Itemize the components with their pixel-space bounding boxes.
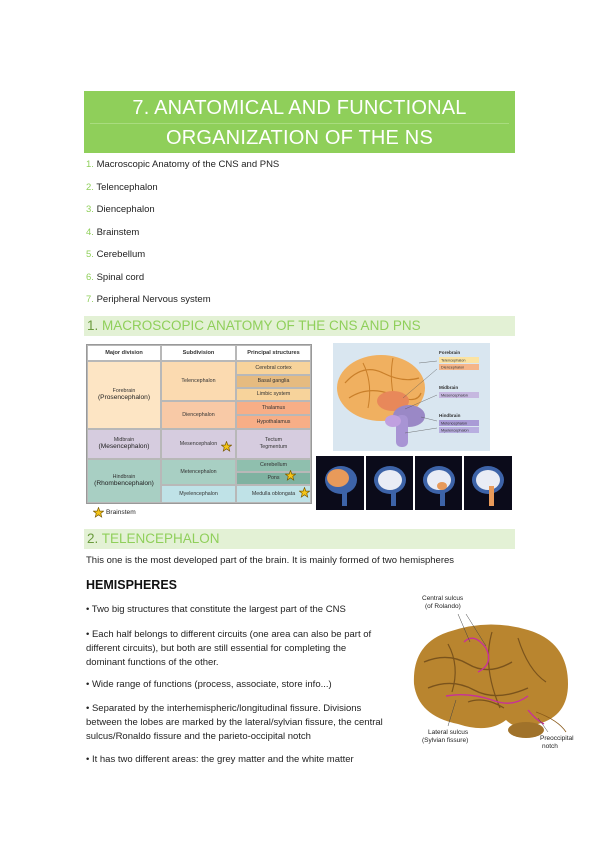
brain-silhouette-image bbox=[316, 456, 364, 510]
midbrain-cell: Midbrain (Mesencephalon) bbox=[87, 429, 161, 459]
toc-number: 4. bbox=[86, 226, 94, 238]
toc-item[interactable]: 4. Brainstem bbox=[86, 225, 506, 248]
toc-item[interactable]: 5. Cerebellum bbox=[86, 247, 506, 270]
preoccipital-label: Preoccipital bbox=[540, 735, 574, 742]
bullet-item: • Wide range of functions (process, asso… bbox=[86, 679, 332, 690]
toc-number: 2. bbox=[86, 181, 94, 193]
table-of-contents: 1. Macroscopic Anatomy of the CNS and PN… bbox=[86, 157, 506, 315]
fig-myelencephalon-label: Myelencephalon bbox=[441, 429, 469, 433]
toc-label: Brainstem bbox=[93, 226, 140, 238]
fig-hindbrain-label: Hindbrain bbox=[439, 413, 461, 418]
mesencephalon-cell: Mesencephalon bbox=[161, 429, 236, 459]
limbic-system-cell: Limbic system bbox=[236, 388, 311, 401]
fig-metencephalon-label: Metencephalon bbox=[441, 422, 467, 426]
fig-diencephalon-label: Diencephalon bbox=[441, 366, 464, 370]
toc-label: Diencephalon bbox=[93, 204, 155, 215]
brain-illustration: Forebrain Telencephalon Diencephalon Mid… bbox=[337, 350, 479, 447]
table-header: Subdivision bbox=[161, 345, 236, 361]
section-heading-1: 1. MACROSCOPIC ANATOMY OF THE CNS AND PN… bbox=[84, 316, 515, 336]
fig-mesencephalon-label: Mesencephalon bbox=[441, 394, 468, 398]
toc-label: Peripheral Nervous system bbox=[93, 294, 211, 305]
brain-divisions-figure: Forebrain Telencephalon Diencephalon Mid… bbox=[333, 343, 490, 451]
notch-label: notch bbox=[542, 743, 558, 750]
fig-forebrain-label: Forebrain bbox=[439, 350, 460, 355]
toc-label: Cerebellum bbox=[93, 249, 146, 260]
bullet-item: • Each half belongs to different circuit… bbox=[86, 629, 372, 668]
sylvian-fissure-label: (Sylvian fissure) bbox=[422, 737, 468, 744]
central-sulcus-label: Central sulcus bbox=[422, 595, 464, 602]
toc-item[interactable]: 1. Macroscopic Anatomy of the CNS and PN… bbox=[86, 157, 506, 180]
toc-item[interactable]: 6. Spinal cord bbox=[86, 270, 506, 293]
toc-label: Spinal cord bbox=[93, 271, 145, 283]
bullet-item: • Two big structures that constitute the… bbox=[86, 604, 346, 615]
medulla-cell: Medulla oblongata bbox=[236, 485, 311, 503]
table-header: Major division bbox=[87, 345, 161, 361]
star-icon bbox=[93, 507, 104, 518]
toc-number: 1. bbox=[86, 159, 94, 170]
star-icon bbox=[221, 441, 232, 452]
lateral-sulcus-label: Lateral sulcus bbox=[428, 729, 469, 736]
rolando-label: (of Rolando) bbox=[425, 603, 461, 610]
title-line-2: ORGANIZATION OF THE NS bbox=[165, 127, 433, 149]
toc-number: 6. bbox=[86, 271, 94, 283]
section-title: MACROSCOPIC ANATOMY OF THE CNS AND PNS bbox=[98, 318, 421, 333]
midbrain-label: Midbrain bbox=[113, 436, 135, 443]
table-header: Principal structures bbox=[236, 345, 311, 361]
brain-lateral-photo: Central sulcus (of Rolando) Lateral sulc… bbox=[408, 592, 580, 752]
brain-silhouette-image bbox=[415, 456, 462, 510]
hypothalamus-cell: Hypothalamus bbox=[236, 415, 311, 429]
toc-item[interactable]: 3. Diencephalon bbox=[86, 202, 506, 225]
mesencephalon-label: (Mesencephalon) bbox=[98, 443, 150, 451]
toc-number: 3. bbox=[86, 204, 94, 215]
section-number: 1. bbox=[87, 318, 99, 333]
metencephalon-cell: Metencephalon bbox=[161, 459, 236, 485]
pons-cell: Pons bbox=[236, 472, 311, 485]
star-icon bbox=[285, 470, 296, 481]
telencephalon-cell: Telencephalon bbox=[161, 361, 236, 401]
hindbrain-cell: Hindbrain (Rhombencephalon) bbox=[87, 459, 161, 503]
toc-number: 5. bbox=[86, 249, 94, 260]
fig-midbrain-label: Midbrain bbox=[439, 385, 458, 390]
section-heading-2: 2. TELENCEPHALON bbox=[84, 529, 515, 549]
toc-item[interactable]: 2. Telencephalon bbox=[86, 180, 506, 203]
thalamus-cell: Thalamus bbox=[236, 401, 311, 415]
hemispheres-heading: HEMISPHERES bbox=[86, 578, 177, 592]
hindbrain-label: Hindbrain bbox=[112, 473, 136, 480]
bullet-item: • Separated by the interhemispheric/long… bbox=[86, 703, 383, 742]
tegmentum-label: Tegmentum bbox=[259, 444, 288, 450]
cerebellum-cell: Cerebellum bbox=[236, 459, 311, 472]
star-icon bbox=[299, 487, 310, 498]
intro-paragraph: This one is the most developed part of t… bbox=[86, 555, 455, 566]
diencephalon-cell: Diencephalon bbox=[161, 401, 236, 429]
fig-telencephalon-label: Telencephalon bbox=[441, 359, 466, 363]
title-banner: 7. ANATOMICAL AND FUNCTIONAL ORGANIZATIO… bbox=[84, 91, 515, 153]
brain-lateral-illustration: Central sulcus (of Rolando) Lateral sulc… bbox=[413, 595, 574, 750]
brain-silhouette-image bbox=[366, 456, 413, 510]
title-divider bbox=[90, 123, 509, 124]
bullet-item: • It has two different areas: the grey m… bbox=[86, 754, 354, 765]
brain-silhouette-image bbox=[464, 456, 512, 510]
toc-label: Telencephalon bbox=[93, 181, 158, 193]
toc-number: 7. bbox=[86, 294, 94, 305]
title-line-1: 7. ANATOMICAL AND FUNCTIONAL bbox=[132, 97, 467, 119]
myelencephalon-cell: Myelencephalon bbox=[161, 485, 236, 503]
legend-label: Brainstem bbox=[106, 509, 136, 516]
prosencephalon-label: (Prosencephalon) bbox=[97, 394, 151, 402]
section-title: TELENCEPHALON bbox=[98, 531, 220, 546]
forebrain-label: Forebrain bbox=[112, 387, 136, 394]
basal-ganglia-cell: Basal ganglia bbox=[236, 375, 311, 388]
cerebral-cortex-cell: Cerebral cortex bbox=[236, 361, 311, 375]
tectum-tegmentum-cell: Tectum Tegmentum bbox=[236, 429, 311, 459]
toc-item[interactable]: 7. Peripheral Nervous system bbox=[86, 292, 506, 315]
brain-division-table: Major division Subdivision Principal str… bbox=[86, 344, 312, 504]
forebrain-cell: Forebrain (Prosencephalon) bbox=[87, 361, 161, 429]
section-number: 2. bbox=[87, 531, 99, 546]
toc-label: Macroscopic Anatomy of the CNS and PNS bbox=[93, 159, 280, 170]
tectum-label: Tectum bbox=[264, 437, 283, 444]
rhombencephalon-label: (Rhombencephalon) bbox=[94, 480, 154, 488]
